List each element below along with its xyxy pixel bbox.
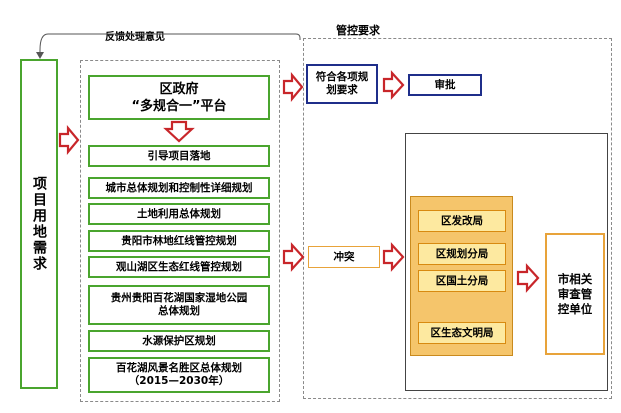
arrow-platform-to-compliant (282, 71, 304, 103)
bureau-label: 区发改局 (441, 214, 483, 227)
plan-item: 贵州贵阳百花湖国家湿地公园 总体规划 (88, 285, 270, 325)
plan-item-label: 土地利用总体规划 (137, 207, 221, 220)
plan-item-label: 引导项目落地 (147, 149, 211, 162)
platform-title-line1: 区政府 (159, 81, 199, 97)
bureau-item: 区发改局 (418, 210, 506, 232)
control-requirements-container (303, 38, 612, 399)
compliant-box: 符合各项规 划要求 (306, 64, 378, 104)
bureau-item: 区国土分局 (418, 270, 506, 292)
city-units-box: 市相关 审查管 控单位 (545, 233, 605, 355)
plan-item-label: 贵阳市林地红线管控规划 (121, 234, 237, 247)
project-land-demand-box: 项目用地需求 (20, 59, 58, 389)
city-units-label: 市相关 审查管 控单位 (557, 271, 593, 316)
plan-item-label: 百花湖风景名胜区总体规划 （2015—2030年） (116, 362, 242, 387)
plan-item: 贵阳市林地红线管控规划 (88, 230, 270, 252)
control-requirements-title: 管控要求 (336, 24, 380, 37)
feedback-label: 反馈处理意见 (105, 32, 165, 43)
plan-item-label: 贵州贵阳百花湖国家湿地公园 总体规划 (110, 292, 248, 317)
bureau-label: 区规划分局 (435, 247, 489, 260)
project-land-demand-label: 项目用地需求 (31, 176, 47, 272)
arrow-demand-to-platform (58, 124, 80, 156)
approval-box: 审批 (408, 74, 482, 96)
bureau-label: 区国土分局 (435, 274, 489, 287)
plan-item: 观山湖区生态红线管控规划 (88, 256, 270, 278)
feedback-arrow (36, 33, 301, 59)
platform-container (80, 60, 280, 402)
platform-title-line2: “多规合一”平台 (131, 98, 227, 114)
plan-item: 百花湖风景名胜区总体规划 （2015—2030年） (88, 357, 270, 393)
compliant-label: 符合各项规 划要求 (315, 71, 369, 96)
platform-box: 区政府 “多规合一”平台 (88, 75, 270, 120)
plan-item-label: 观山湖区生态红线管控规划 (116, 260, 242, 273)
bureau-item: 区生态文明局 (418, 322, 506, 344)
plan-item-label: 水源保护区规划 (142, 334, 216, 347)
bureau-item: 区规划分局 (418, 243, 506, 265)
review-frame (405, 133, 608, 391)
plan-item: 水源保护区规划 (88, 330, 270, 352)
plan-item: 城市总体规划和控制性详细规划 (88, 177, 270, 199)
conflict-box: 冲突 (308, 246, 380, 268)
conflict-label: 冲突 (333, 250, 355, 263)
plan-item-label: 城市总体规划和控制性详细规划 (105, 181, 253, 194)
plan-item: 引导项目落地 (88, 145, 270, 167)
arrow-platform-to-conflict (282, 242, 305, 272)
plan-item: 土地利用总体规划 (88, 203, 270, 225)
bureau-label: 区生态文明局 (430, 326, 494, 339)
approval-label: 审批 (434, 78, 456, 91)
